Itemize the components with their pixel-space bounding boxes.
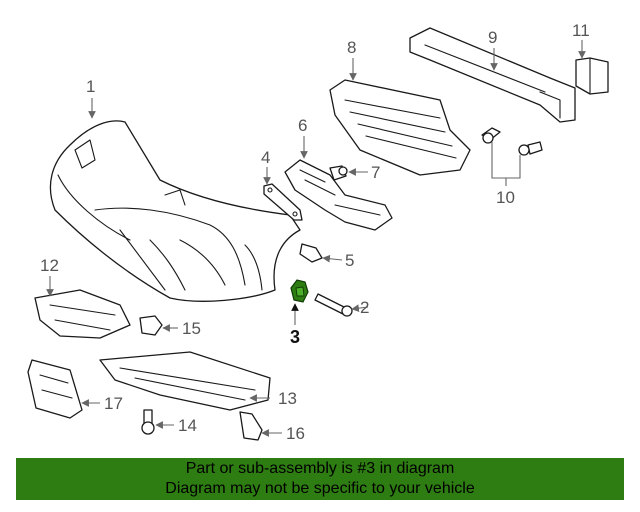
bolt-part-14 [141,409,155,435]
bracket-part-16 [239,411,263,441]
callout-6: 6 [298,116,307,135]
license-bracket-part-17 [27,359,83,419]
callout-11: 11 [572,21,590,40]
callout-15: 15 [182,319,201,338]
bumper-cover-part [49,120,301,302]
callout-5: 5 [345,251,354,270]
callout-1: 1 [86,77,95,96]
bracket-part-6 [284,159,393,231]
callout-10: 10 [496,188,515,207]
callout-4: 4 [261,148,270,167]
grille-part-8 [329,79,471,176]
clip-part-15 [139,315,163,336]
bracket-part-4 [263,183,303,221]
banner-line-1: Part or sub-assembly is #3 in diagram [185,460,455,477]
info-banner: Part or sub-assembly is #3 in diagram Di… [16,458,624,500]
callout-16: 16 [286,424,305,443]
bolt-part-2 [314,293,353,317]
undercover-part-13 [99,351,271,411]
callout-14: 14 [178,416,197,435]
callout-9: 9 [488,28,497,47]
retainer-part-3-highlight [290,279,309,303]
callout-17: 17 [104,394,123,413]
reinforcement-beam-part-9 [409,27,576,123]
callout-2: 2 [360,298,369,317]
banner-line-2: Diagram may not be specific to your vehi… [165,480,475,497]
undercover-part-12 [34,289,131,339]
callout-3: 3 [290,327,300,347]
clip-part-5 [299,243,323,263]
callout-13: 13 [278,389,297,408]
callout-7: 7 [371,163,380,182]
bracket-part-11 [575,57,609,95]
callout-8: 8 [347,38,356,57]
bolts-part-10 [481,127,543,156]
callout-12: 12 [40,256,59,275]
clip-part-7 [329,165,348,181]
